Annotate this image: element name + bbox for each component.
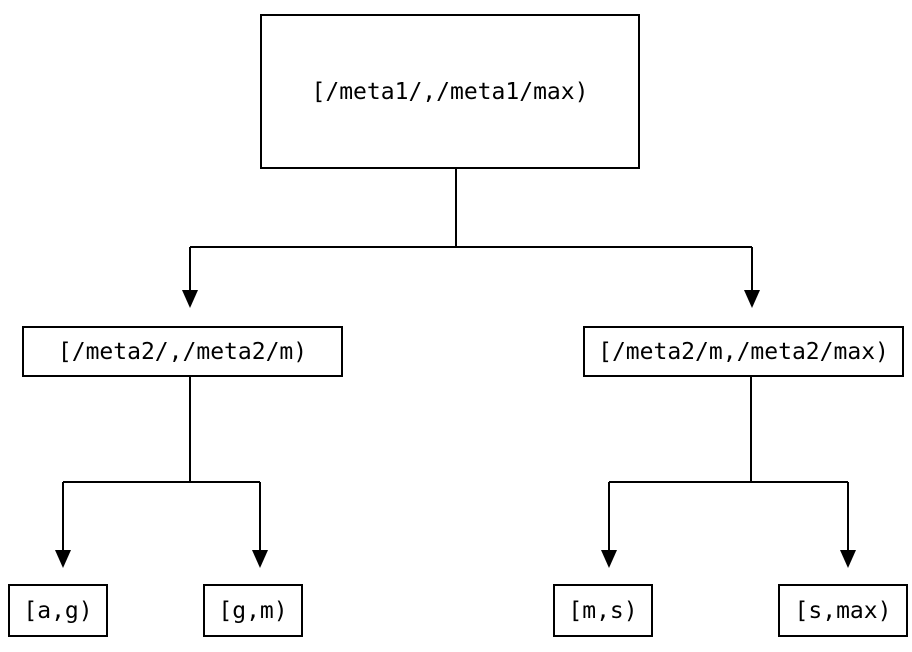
node-leaf-g-m: [g,m) <box>203 584 303 637</box>
node-meta2-lower-range: [/meta2/,/meta2/m) <box>22 326 343 377</box>
arrow-down-icon <box>55 550 71 568</box>
arrow-down-icon <box>840 550 856 568</box>
arrow-down-icon <box>601 550 617 568</box>
node-leaf-a-g-label: [a,g) <box>23 597 93 624</box>
node-meta2-lower-label: [/meta2/,/meta2/m) <box>57 338 308 365</box>
node-leaf-a-g: [a,g) <box>8 584 108 637</box>
node-leaf-m-s-label: [m,s) <box>568 597 638 624</box>
edge-lines <box>62 169 849 551</box>
node-root-range: [/meta1/,/meta1/max) <box>260 14 640 169</box>
node-leaf-s-max: [s,max) <box>778 584 908 637</box>
arrowheads <box>55 290 856 568</box>
node-leaf-s-max-label: [s,max) <box>794 597 892 624</box>
node-meta2-upper-range: [/meta2/m,/meta2/max) <box>583 326 904 377</box>
arrow-down-icon <box>252 550 268 568</box>
arrow-down-icon <box>744 290 760 308</box>
node-leaf-g-m-label: [g,m) <box>218 597 288 624</box>
node-leaf-m-s: [m,s) <box>553 584 653 637</box>
node-meta2-upper-label: [/meta2/m,/meta2/max) <box>598 338 889 365</box>
arrow-down-icon <box>182 290 198 308</box>
node-root-label: [/meta1/,/meta1/max) <box>311 78 589 105</box>
